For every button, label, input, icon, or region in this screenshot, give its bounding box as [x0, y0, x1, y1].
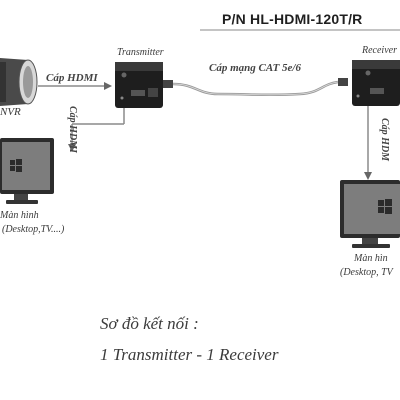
part-number-title: P/N HL-HDMI-120T/R	[222, 11, 363, 27]
caption-subtitle: 1 Transmitter - 1 Receiver	[100, 345, 279, 364]
receiver-device	[352, 60, 400, 106]
right-monitor	[340, 180, 400, 248]
nvr-label: NVR	[0, 106, 21, 118]
hdmi-input-label: Cáp HDMI	[46, 72, 98, 84]
transmitter-label: Transmitter	[117, 47, 164, 58]
windows-logo-icon	[10, 159, 22, 172]
cat-cable	[163, 78, 348, 97]
caption-title: Sơ đồ kết nối :	[100, 314, 199, 333]
cat-cable-label: Cáp mạng CAT 5e/6	[209, 62, 301, 74]
hdmi-cable-input	[38, 82, 112, 90]
transmitter-device	[115, 62, 163, 108]
left-display-label: Màn hình	[0, 210, 39, 221]
hdmi-cable-output	[364, 106, 372, 180]
hdmi-loop-label: Cáp HDMI	[67, 106, 78, 153]
receiver-label: Receiver	[362, 45, 397, 56]
left-display-sublabel: (Desktop,TV....)	[2, 224, 65, 235]
windows-logo-icon	[378, 199, 392, 214]
hdmi-output-label: Cáp HDM	[379, 118, 390, 162]
right-display-sublabel: (Desktop, TV	[340, 267, 393, 278]
left-monitor	[0, 138, 54, 204]
nvr-device	[0, 58, 38, 106]
right-display-label: Màn hìn	[354, 253, 388, 264]
hdmi-cable-loop	[68, 108, 125, 152]
